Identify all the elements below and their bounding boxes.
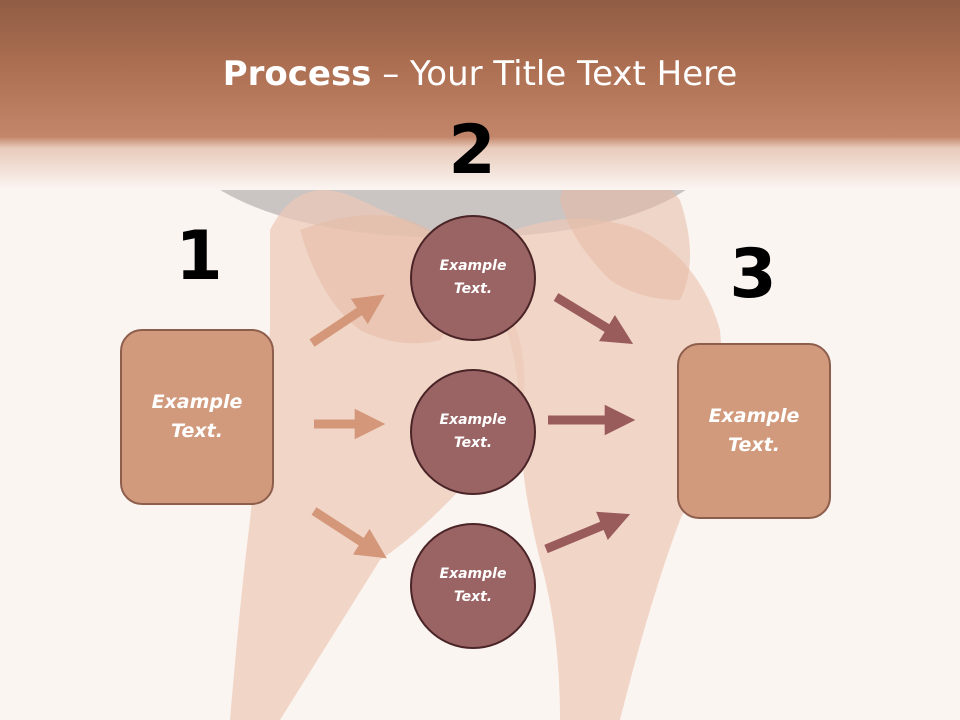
step3-text: Example Text. [708, 405, 800, 456]
circle-top-text: Example Text. [439, 258, 507, 297]
step2-circle-top: Example Text. [410, 215, 536, 341]
circle-middle-text: Example Text. [439, 412, 507, 451]
step2-circle-middle: Example Text. [410, 369, 536, 495]
arrow-right-top [553, 293, 634, 344]
step-number-1: 1 [175, 217, 223, 296]
title-bold: Process [222, 54, 372, 94]
title-rest: – Your Title Text Here [371, 54, 738, 94]
arrow-left-bottom [311, 507, 387, 559]
step1-box: Example Text. [120, 329, 274, 505]
arrow-right-bottom [544, 511, 631, 554]
step3-box: Example Text. [677, 343, 831, 519]
step1-text: Example Text. [151, 391, 243, 442]
step-number-3: 3 [729, 235, 777, 314]
step-number-2: 2 [448, 111, 496, 190]
step2-circle-bottom: Example Text. [410, 523, 536, 649]
slide-title: Process – Your Title Text Here [0, 52, 960, 96]
circle-bottom-text: Example Text. [439, 566, 507, 605]
arrow-left-top [309, 294, 385, 347]
